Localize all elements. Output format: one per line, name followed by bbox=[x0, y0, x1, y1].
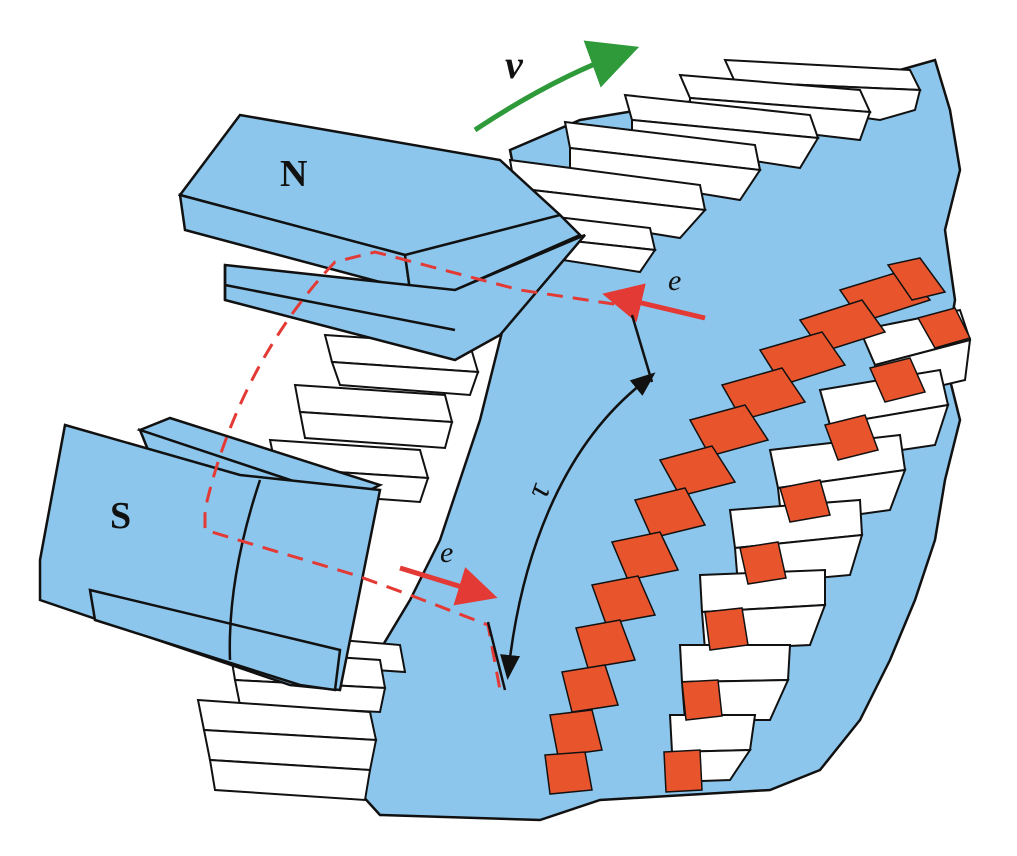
winding-coil bbox=[886, 257, 947, 301]
flux-path bbox=[203, 250, 641, 691]
winding-coil bbox=[663, 749, 703, 793]
slot bbox=[678, 644, 792, 684]
pole-pitch-arrow bbox=[500, 372, 656, 680]
winding-coil bbox=[704, 607, 749, 651]
tooth bbox=[569, 146, 762, 202]
emf-label-top: e bbox=[668, 264, 681, 297]
upper-teeth bbox=[508, 58, 922, 274]
winding-coil bbox=[681, 679, 723, 721]
emf-arrow-top bbox=[602, 283, 706, 323]
emf-label-bottom: e bbox=[440, 536, 453, 569]
winding-coil bbox=[868, 357, 927, 403]
winding-coil bbox=[688, 404, 770, 457]
north-pole-label: N bbox=[280, 153, 307, 195]
end-windings bbox=[544, 257, 972, 795]
winding-coil bbox=[779, 479, 831, 523]
winding-coil bbox=[824, 414, 879, 461]
emf-arrow-bottom bbox=[399, 565, 498, 606]
south-pole-curve bbox=[228, 479, 262, 661]
winding-coil bbox=[658, 445, 737, 497]
winding-coil bbox=[739, 541, 787, 585]
velocity-arrow bbox=[473, 40, 640, 133]
pole-pitch-tick-top bbox=[630, 314, 654, 383]
flux-loop bbox=[203, 250, 641, 691]
emf-arrows bbox=[399, 283, 706, 606]
pole-pitch-tick-bottom bbox=[486, 621, 507, 691]
south-pole-label: S bbox=[110, 495, 131, 537]
slot bbox=[668, 714, 757, 754]
south-pole bbox=[38, 416, 384, 692]
winding-coil bbox=[544, 751, 593, 795]
winding-coil bbox=[916, 307, 972, 349]
velocity-label: v bbox=[505, 42, 524, 87]
tooth bbox=[298, 410, 454, 450]
north-pole bbox=[177, 113, 586, 362]
winding-coil bbox=[549, 709, 603, 757]
pole-pitch bbox=[486, 314, 656, 691]
south-pole-shoe bbox=[88, 588, 342, 692]
north-pole-shoe-edge bbox=[223, 265, 456, 332]
tooth bbox=[330, 360, 480, 397]
tooth bbox=[208, 758, 372, 802]
